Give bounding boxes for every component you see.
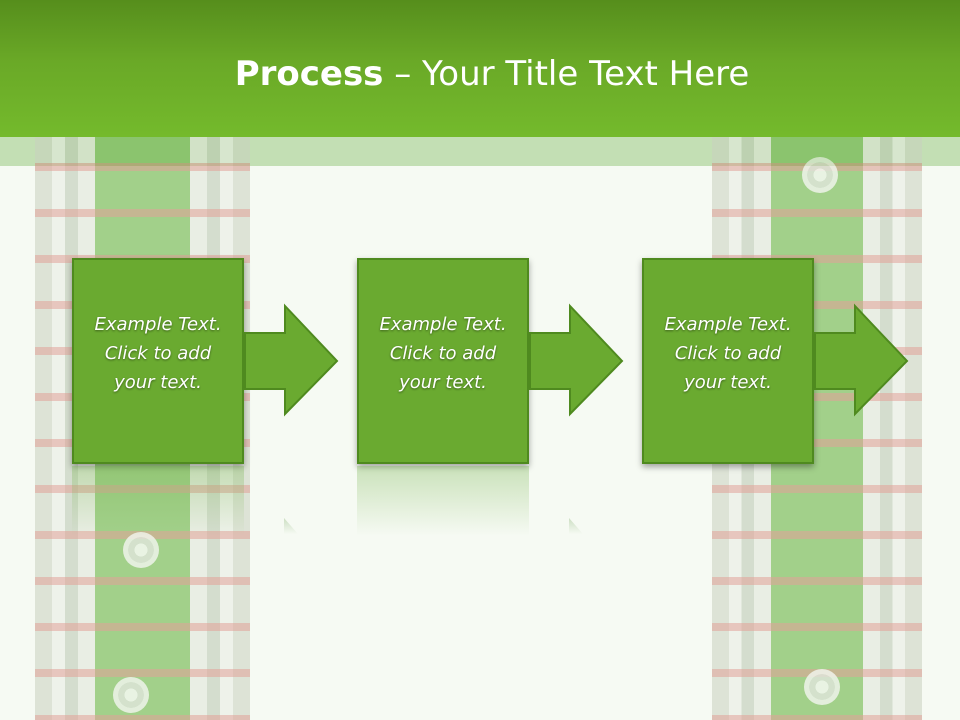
step-text-2[interactable]: Example Text. Click to add your text. bbox=[357, 310, 529, 397]
step-line: your text. bbox=[399, 372, 487, 393]
arrow-reflection bbox=[284, 518, 298, 534]
title-bold-part: Process bbox=[234, 54, 384, 94]
arrow-right-icon bbox=[814, 303, 909, 417]
slide-title: Process – Your Title Text Here bbox=[0, 52, 960, 96]
arrow-reflection bbox=[569, 518, 583, 534]
step-line: your text. bbox=[114, 372, 202, 393]
rosette-ornament bbox=[113, 677, 149, 713]
step-box-1[interactable] bbox=[72, 258, 244, 464]
arrow-right-icon bbox=[244, 303, 339, 417]
step-line: Example Text. bbox=[664, 314, 792, 335]
step-text-3[interactable]: Example Text. Click to add your text. bbox=[642, 310, 814, 397]
rosette-ornament bbox=[123, 532, 159, 568]
step-reflection bbox=[72, 466, 244, 536]
step-line: Click to add bbox=[389, 343, 497, 364]
title-bar bbox=[0, 0, 960, 137]
step-text-1[interactable]: Example Text. Click to add your text. bbox=[72, 310, 244, 397]
step-box-3[interactable] bbox=[642, 258, 814, 464]
arrow-right-icon bbox=[529, 303, 624, 417]
step-line: Click to add bbox=[674, 343, 782, 364]
rosette-ornament bbox=[802, 157, 838, 193]
rosette-ornament bbox=[804, 669, 840, 705]
step-line: Example Text. bbox=[94, 314, 222, 335]
step-reflection bbox=[357, 466, 529, 536]
step-line: Example Text. bbox=[379, 314, 507, 335]
step-box-2[interactable] bbox=[357, 258, 529, 464]
step-line: Click to add bbox=[104, 343, 212, 364]
title-rest-part: – Your Title Text Here bbox=[383, 54, 750, 94]
step-line: your text. bbox=[684, 372, 772, 393]
